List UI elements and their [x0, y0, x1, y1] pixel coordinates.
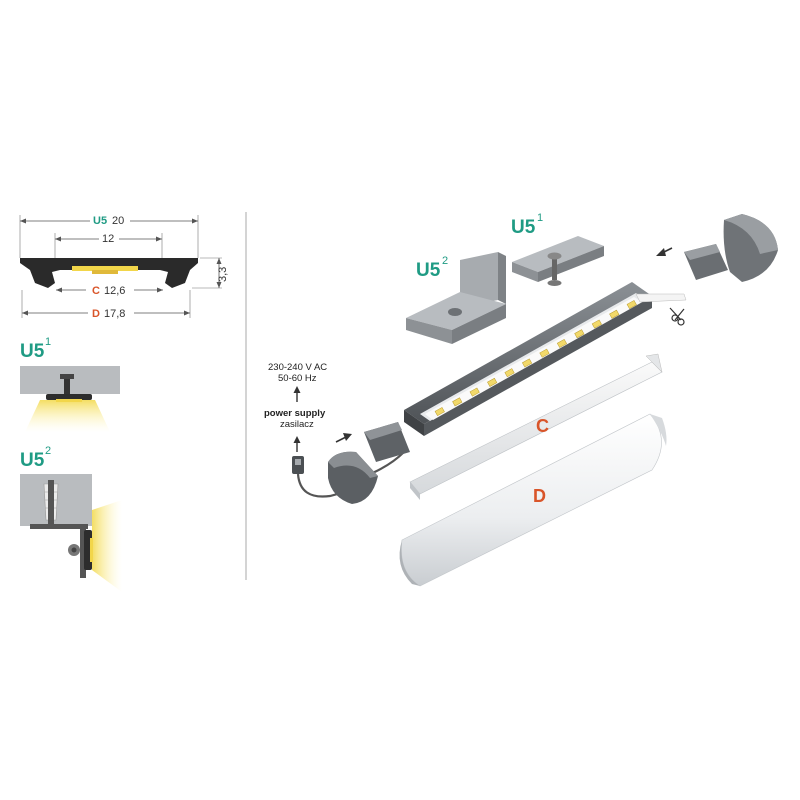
inner-width-label: 12	[102, 233, 114, 245]
mount-u5-1-label: U5	[20, 341, 45, 362]
led-chip	[434, 407, 445, 417]
power-supply-label: power supply	[264, 408, 326, 419]
led-chip	[539, 348, 550, 358]
led-chip	[609, 309, 620, 319]
light-beam	[25, 400, 110, 432]
light-beam-side	[92, 500, 122, 592]
led-chip	[522, 358, 533, 368]
strip-end	[635, 293, 687, 303]
ceiling-clip	[512, 236, 604, 286]
exploded-u5-2-label: U5	[416, 260, 441, 281]
led-chip	[452, 397, 463, 407]
cover-d-code: D	[92, 308, 100, 320]
end-cap-plug-left	[335, 422, 410, 462]
led-chip	[469, 387, 480, 397]
mount-u5-2-label: U5	[20, 450, 45, 471]
end-caps-right	[656, 214, 778, 282]
led-strip	[72, 266, 138, 271]
wall-bracket	[406, 252, 506, 344]
cover-d-width: 17,8	[104, 308, 125, 320]
profile-name-label: U5	[93, 215, 107, 227]
cover-c-label: C	[536, 416, 549, 436]
end-cap-left	[328, 451, 378, 504]
scissors-icon	[669, 307, 685, 326]
led-chip	[591, 319, 602, 329]
cross-section: U5 20 12 3,3 C 12,6 D	[19, 213, 229, 320]
led-chips	[434, 300, 637, 417]
led-chip	[556, 338, 568, 348]
led-chip	[504, 368, 515, 378]
profile-width-label: 20	[112, 215, 124, 227]
exploded-view: U5 2 U5 1	[264, 212, 778, 587]
height-label: 3,3	[217, 267, 229, 282]
power-cable	[292, 451, 405, 498]
exploded-u5-1-sup: 1	[537, 212, 543, 224]
cover-c-width: 12,6	[104, 285, 125, 297]
cover-d	[399, 413, 667, 587]
aluminium-profile	[404, 282, 652, 436]
cover-c-code: C	[92, 285, 100, 297]
power-supply-label-pl: zasilacz	[280, 419, 314, 430]
mount-u5-1: U5 1	[20, 336, 120, 432]
led-chip	[574, 329, 585, 339]
cover-c	[409, 353, 663, 500]
led-chip	[487, 377, 498, 387]
voltage-label: 230-240 V AC	[268, 362, 327, 373]
led-chip	[626, 300, 637, 310]
exploded-u5-1-label: U5	[511, 217, 536, 238]
mount-u5-2-sup: 2	[45, 445, 51, 457]
frequency-label: 50-60 Hz	[278, 373, 317, 384]
exploded-u5-2-sup: 2	[442, 255, 448, 267]
mount-u5-1-sup: 1	[45, 336, 51, 348]
profile-shape	[20, 258, 198, 288]
mount-u5-2: U5 2	[20, 445, 122, 592]
cover-d-label: D	[533, 486, 546, 506]
